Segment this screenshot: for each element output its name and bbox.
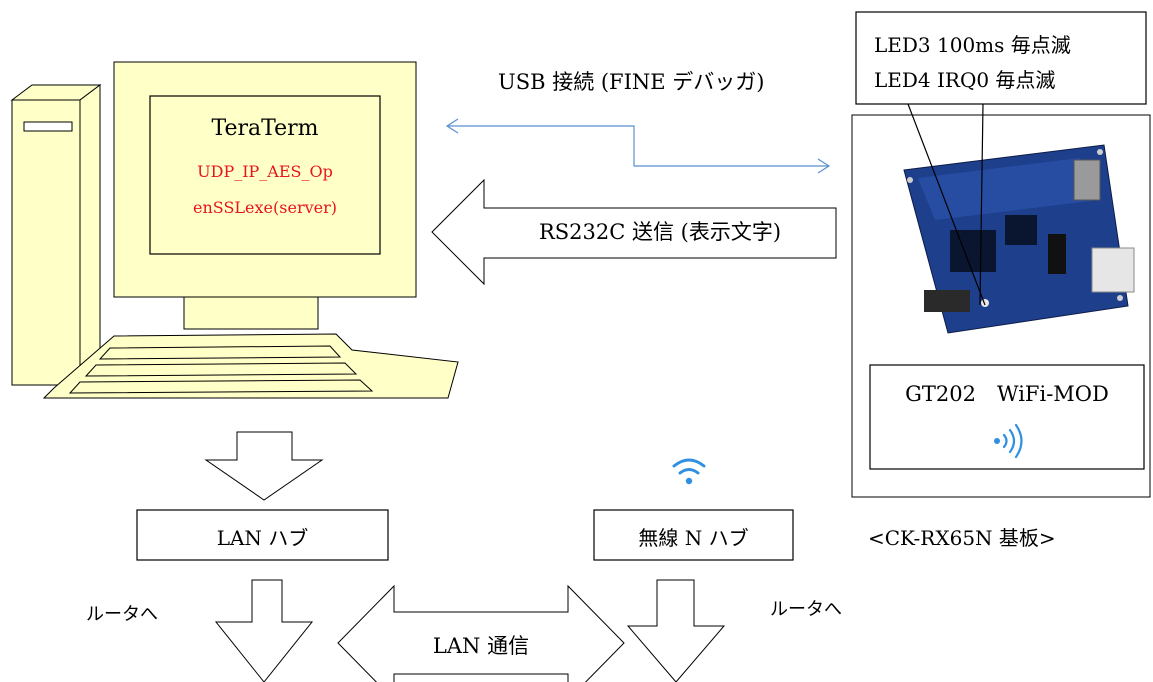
led3-label: LED3 100ms 毎点滅: [874, 33, 1071, 57]
pc-keyboard: [42, 333, 459, 399]
rs232c-arrow: [431, 178, 837, 286]
pc-monitor: [113, 61, 417, 330]
lan-comm-label: LAN 通信: [432, 634, 530, 658]
wireless-hub-label: 無線 N ハブ: [638, 526, 749, 550]
led4-pointer: [979, 103, 984, 306]
lan-comm-arrow: [337, 584, 625, 682]
led4-label: LED4 IRQ0 毎点滅: [874, 68, 1056, 92]
wireless-hub-router-arrow: [626, 579, 726, 682]
lan-hub-box: [136, 509, 389, 561]
lan-hub-label: LAN ハブ: [216, 526, 309, 550]
to-router-left-label: ルータへ: [86, 604, 158, 625]
lan-hub-router-arrow: [214, 579, 314, 682]
screen-title: TeraTerm: [211, 116, 319, 141]
rs232c-label: RS232C 送信 (表示文字): [538, 220, 782, 244]
usb-connection-line: [445, 118, 831, 174]
wireless-hub-box: [593, 509, 794, 561]
wifi-module-box: [869, 364, 1145, 470]
led-callout-box: [855, 11, 1147, 105]
pc-tower: [10, 84, 102, 386]
wifi-icon: [672, 458, 706, 485]
screen-app-line2: enSSLexe(server): [193, 198, 337, 217]
led3-pointer: [907, 103, 986, 306]
wifi-module-label: GT202 WiFi-MOD: [905, 382, 1109, 406]
wifi-signal-icon: [994, 423, 1023, 459]
to-router-right-label: ルータへ: [770, 599, 842, 620]
screen-app-line1: UDP_IP_AES_Op: [197, 162, 333, 181]
pc-to-lan-arrow: [204, 431, 324, 501]
usb-connection-label: USB 接続 (FINE デバッガ): [498, 70, 765, 94]
board-photo: [903, 144, 1135, 334]
board-caption: <CK-RX65N 基板>: [868, 526, 1056, 550]
